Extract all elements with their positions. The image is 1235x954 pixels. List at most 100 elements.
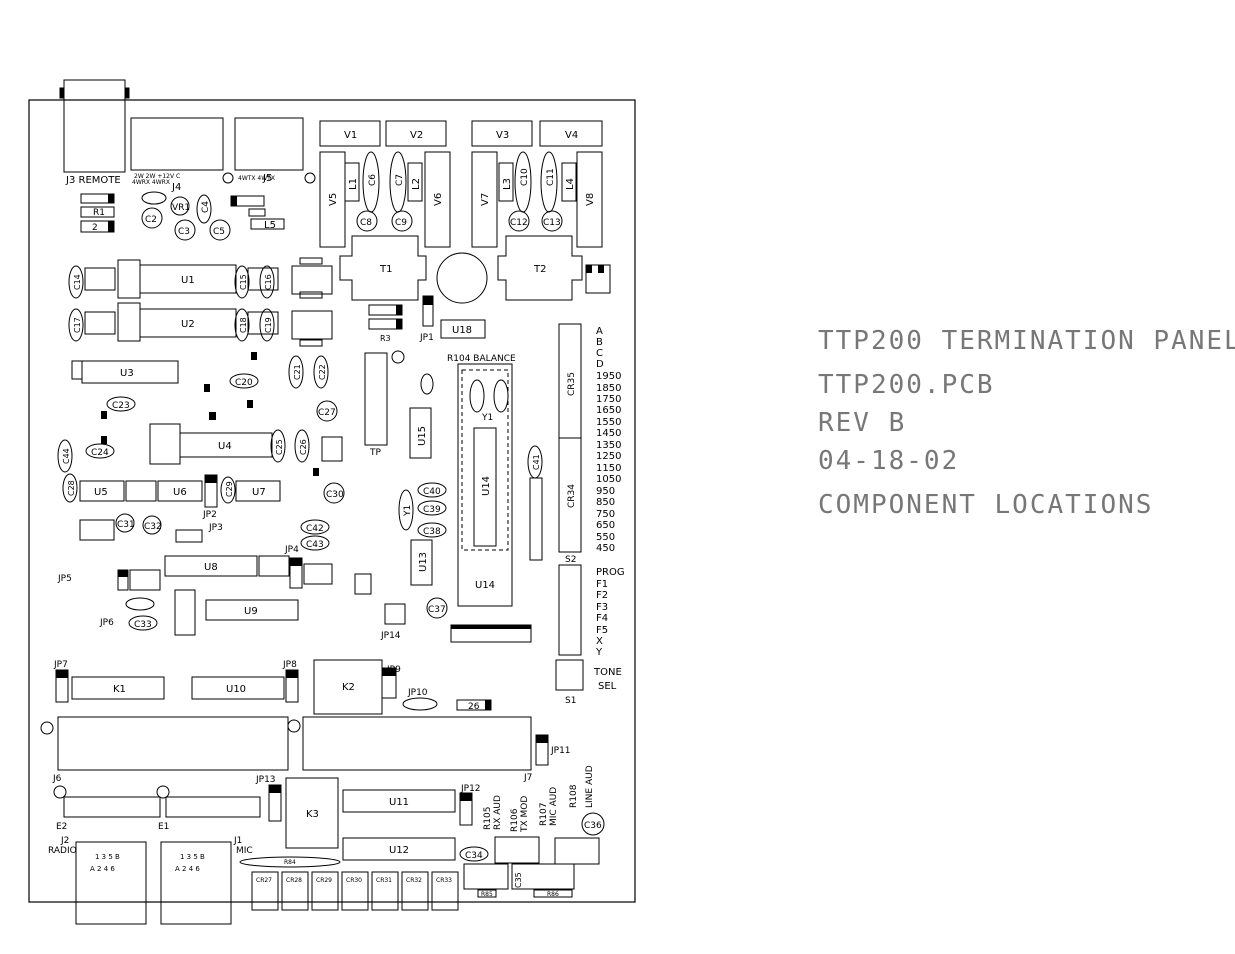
jp5-label: JP5 <box>57 574 72 584</box>
tone-freq-1450: 1450 <box>596 428 621 439</box>
tone-freq-1950: 1950 <box>596 371 621 382</box>
l3-label: L3 <box>502 178 513 190</box>
u9-label: U9 <box>244 606 258 617</box>
tone-freq-1750: 1750 <box>596 394 621 405</box>
c8-label: C8 <box>360 218 372 228</box>
t2-transformer <box>497 235 583 301</box>
c40-label: C40 <box>423 487 441 497</box>
jp8-label: JP8 <box>282 660 297 670</box>
r108-function: LINE AUD <box>585 765 595 808</box>
j7-connector <box>302 716 532 771</box>
jp2-label: JP2 <box>202 510 217 520</box>
j1-sub-label: MIC <box>236 846 253 856</box>
tone-freq-1650: 1650 <box>596 405 621 416</box>
jp6-label: JP6 <box>99 618 114 628</box>
j6-connector <box>57 716 289 771</box>
v8-label: V8 <box>585 193 596 206</box>
c25-label: C25 <box>275 439 284 455</box>
r86-label: R86 <box>547 891 559 898</box>
u1-label: U1 <box>181 275 195 286</box>
prog-f4: F4 <box>596 613 608 624</box>
c24-label: C24 <box>91 448 109 458</box>
cr33-label: CR33 <box>436 877 452 884</box>
c26-label: C26 <box>299 439 308 455</box>
prog-f3: F3 <box>596 602 608 613</box>
cr28-label: CR28 <box>286 877 302 884</box>
c22-label: C22 <box>318 364 327 380</box>
c30-label: C30 <box>326 490 344 500</box>
v7-label: V7 <box>480 193 491 206</box>
y1-label-2: Y1 <box>403 505 413 517</box>
j2-pins-top: 1 3 5 B <box>95 853 120 861</box>
jp1-label: JP1 <box>419 333 434 343</box>
tone-letter-d: D <box>596 359 604 370</box>
j5-connector <box>234 117 304 171</box>
jp13-label: JP13 <box>255 775 276 785</box>
c19-label: C19 <box>264 317 273 333</box>
c14-label: C14 <box>73 274 82 290</box>
u10-label: U10 <box>226 684 246 695</box>
cr31-label: CR31 <box>376 877 392 884</box>
t1-label: T1 <box>379 264 392 275</box>
cr29-label: CR29 <box>316 877 332 884</box>
tone-freq-550: 550 <box>596 532 615 543</box>
tone-freq-1050: 1050 <box>596 474 621 485</box>
prog-f1: F1 <box>596 579 608 590</box>
title-block: TTP200 TERMINATION PANEL TTP200.PCB REV … <box>818 322 1235 524</box>
tone-freq-1350: 1350 <box>596 440 621 451</box>
r2-label: 2 <box>92 223 98 233</box>
l4-label: L4 <box>565 178 576 190</box>
tone-freq-1550: 1550 <box>596 417 621 428</box>
prog-y: Y <box>595 647 603 658</box>
c12-label: C12 <box>510 218 528 228</box>
c27-label: C27 <box>318 408 336 418</box>
r105-label: R105 <box>483 807 493 830</box>
j2-jack <box>75 841 147 925</box>
j2-pins-bot: A 2 4 6 <box>90 865 115 873</box>
j4-pin-labels-2: 4WRX 4WRX <box>132 179 170 186</box>
jp10-label: JP10 <box>407 688 428 698</box>
drawing-subtitle: COMPONENT LOCATIONS <box>818 490 1154 520</box>
l5-label: L5 <box>264 220 276 231</box>
j1-jack <box>160 841 232 925</box>
jp9-label: JP9 <box>386 665 401 675</box>
r26-label: 26 <box>468 702 480 712</box>
c2-label: C2 <box>145 215 157 225</box>
jp4-label: JP4 <box>284 545 299 555</box>
c20-label: C20 <box>235 378 253 388</box>
c17-label: C17 <box>73 317 82 333</box>
jp12-label: JP12 <box>460 784 481 794</box>
tone-freq-450: 450 <box>596 543 615 554</box>
j4-pin-labels: 2W 2W +12V C <box>134 173 180 180</box>
tone-freq-650: 650 <box>596 520 615 531</box>
jp14-label: JP14 <box>380 631 401 641</box>
v2-label: V2 <box>410 130 423 141</box>
prog-x: X <box>596 636 603 647</box>
r106-function: TX MOD <box>520 796 530 833</box>
u7-label: U7 <box>252 487 266 498</box>
c18-label: C18 <box>239 317 248 333</box>
tone-letter-c: C <box>596 348 603 359</box>
k1-label: K1 <box>113 684 126 695</box>
board-outline <box>28 99 636 903</box>
e2-label: E2 <box>56 822 67 832</box>
j1-pins-bot: A 2 4 6 <box>175 865 200 873</box>
vr1-label: VR1 <box>172 203 190 213</box>
v6-label: V6 <box>433 193 444 206</box>
j5-label: J5 <box>262 173 272 184</box>
diode-row <box>251 871 459 911</box>
tone-freq-850: 850 <box>596 497 615 508</box>
j5-pin-labels: 4WTX 4WTX <box>238 175 275 182</box>
cr35-label: CR35 <box>567 372 577 396</box>
s2-label: S2 <box>565 555 576 565</box>
c3-label: C3 <box>178 227 190 237</box>
u14-label-2: U14 <box>475 580 495 591</box>
c38-label: C38 <box>423 527 441 537</box>
c21-label: C21 <box>293 364 302 380</box>
u5-label: U5 <box>94 487 108 498</box>
r84-label: R84 <box>284 859 296 866</box>
cr27-label: CR27 <box>256 877 272 884</box>
r104-label: R104 BALANCE <box>447 354 516 364</box>
r105-function: RX AUD <box>493 795 503 830</box>
